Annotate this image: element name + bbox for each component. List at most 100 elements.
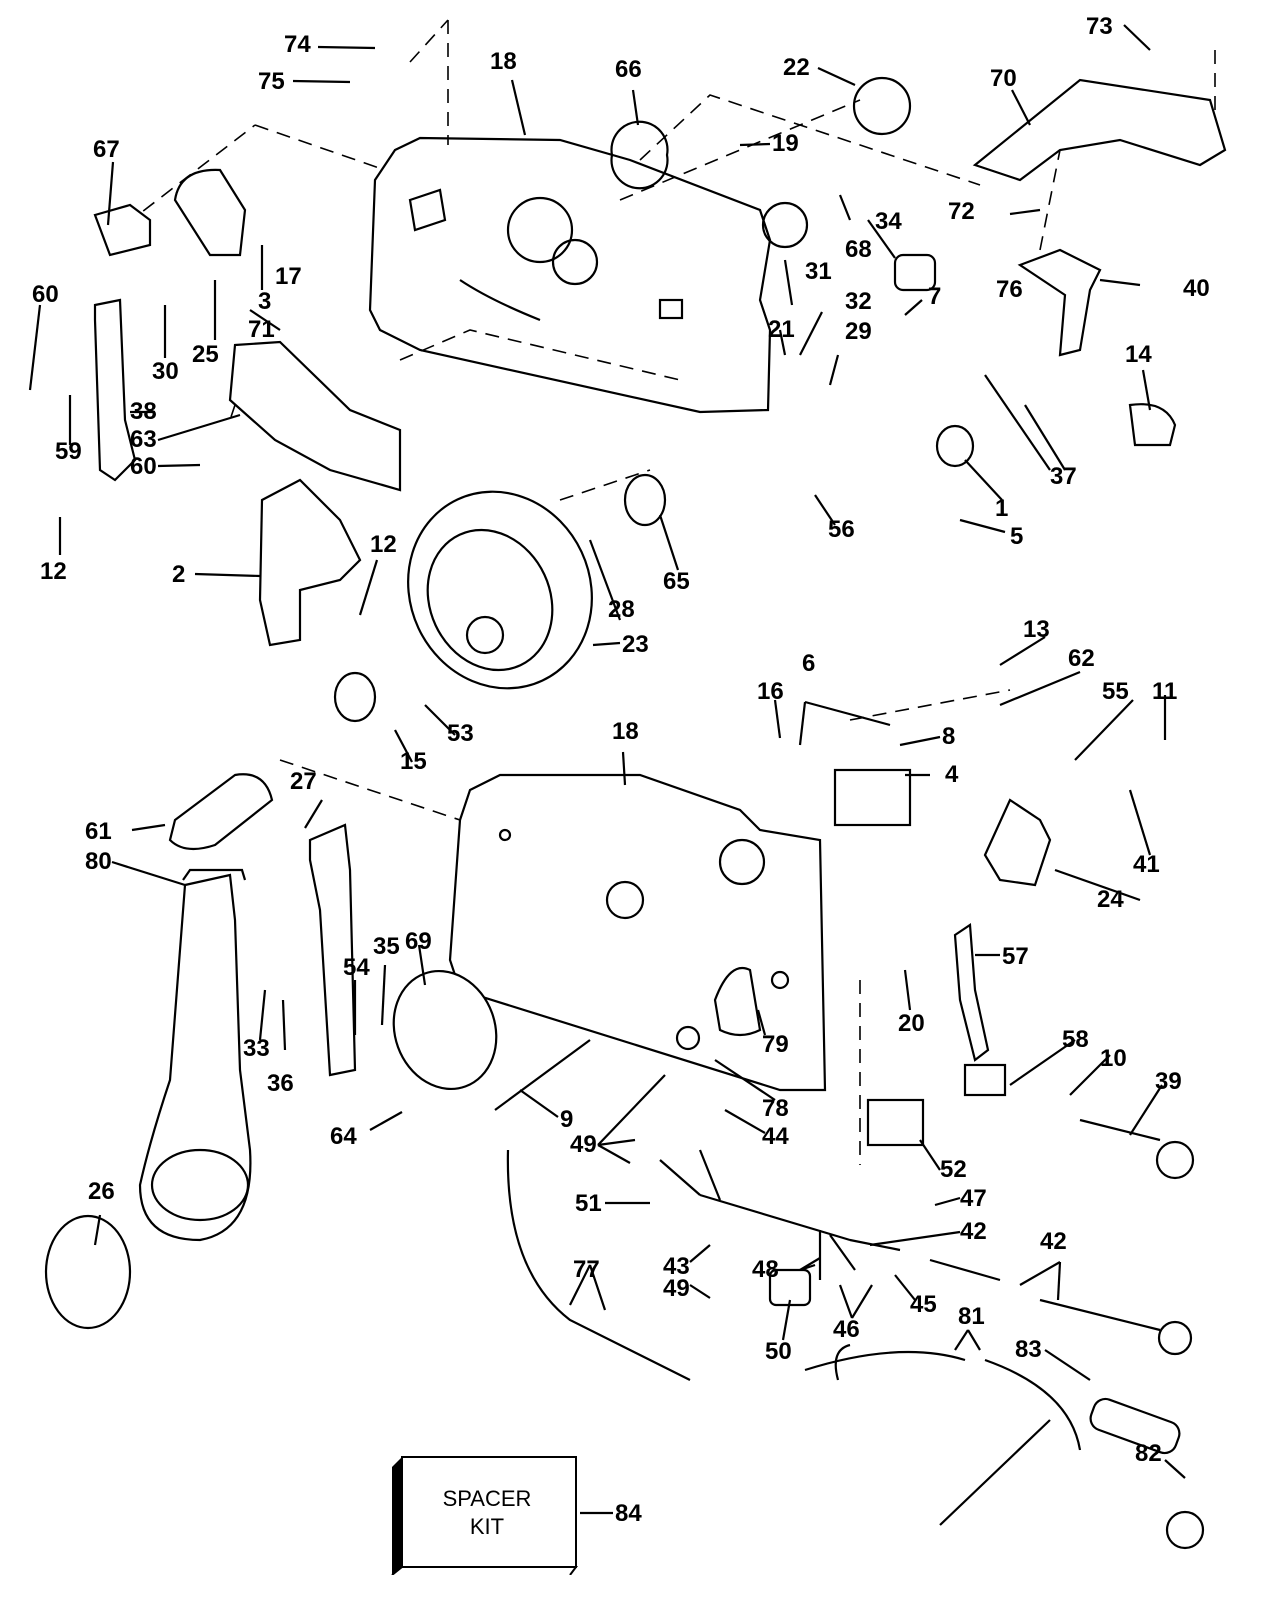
throttle-arm-70 <box>972 78 1227 182</box>
cylinder-1 <box>935 424 975 468</box>
callout-34: 34 <box>875 208 902 235</box>
callout-68: 68 <box>845 236 872 263</box>
callout-59: 59 <box>55 438 82 465</box>
spacer-kit-line1: SPACER <box>442 1486 532 1511</box>
callout-82: 82 <box>1135 1440 1162 1467</box>
callout-14: 14 <box>1125 341 1152 368</box>
callout-75: 75 <box>258 68 285 95</box>
solenoid-4 <box>833 768 912 827</box>
plug-42 <box>1157 1320 1193 1356</box>
plate-24 <box>983 798 1052 887</box>
callout-49-upper: 49 <box>570 1131 597 1158</box>
callout-74: 74 <box>284 31 311 58</box>
terminal-82 <box>1165 1510 1205 1550</box>
knob-14 <box>1128 403 1177 447</box>
callout-39: 39 <box>1155 1068 1182 1095</box>
callout-69: 69 <box>405 928 432 955</box>
callout-81: 81 <box>958 1303 985 1330</box>
callout-26: 26 <box>88 1178 115 1205</box>
callout-65: 65 <box>663 568 690 595</box>
callout-15: 15 <box>400 748 427 775</box>
callout-37: 37 <box>1050 463 1077 490</box>
callout-42-harness: 42 <box>960 1218 987 1245</box>
link-57 <box>953 923 990 1062</box>
harness-wires <box>659 1149 901 1280</box>
callout-51: 51 <box>575 1190 602 1217</box>
callout-61: 61 <box>85 818 112 845</box>
callout-40: 40 <box>1183 275 1210 302</box>
callout-52: 52 <box>940 1156 967 1183</box>
callout-62: 62 <box>1068 645 1095 672</box>
warning-plate-63 <box>228 340 402 492</box>
screw-9 <box>494 1039 591 1111</box>
callout-70: 70 <box>990 65 1017 92</box>
spacer-kit-box <box>391 1456 578 1575</box>
callout-55: 55 <box>1102 678 1129 705</box>
spacer-kit-line2: KIT <box>469 1514 505 1539</box>
spacer-kit-label: SPACER KIT <box>402 1485 572 1541</box>
bracket-2 <box>258 478 362 647</box>
callout-8: 8 <box>942 723 956 750</box>
callout-54: 54 <box>343 954 370 981</box>
switch-52 <box>866 1098 925 1147</box>
callout-18-upper: 18 <box>490 48 517 75</box>
cable-77 <box>506 1149 691 1381</box>
callout-36: 36 <box>267 1070 294 1097</box>
callout-57: 57 <box>1002 943 1029 970</box>
callout-73: 73 <box>1086 13 1113 40</box>
sleeve-83 <box>1089 1397 1181 1455</box>
callout-64: 64 <box>330 1123 357 1150</box>
callout-84: 84 <box>615 1500 642 1527</box>
callout-2: 2 <box>172 561 186 588</box>
callout-12-mid: 12 <box>370 531 397 558</box>
callout-12-left: 12 <box>40 558 67 585</box>
switch-37 <box>893 253 937 292</box>
callout-77: 77 <box>573 1256 600 1283</box>
retainer-65 <box>623 473 667 527</box>
callout-1: 1 <box>995 495 1009 522</box>
callout-42-connector: 42 <box>1040 1228 1067 1255</box>
callout-13: 13 <box>1023 616 1050 643</box>
ring-66 <box>610 120 669 190</box>
callout-47: 47 <box>960 1185 987 1212</box>
callout-30: 30 <box>152 358 179 385</box>
cap-39 <box>1155 1140 1195 1180</box>
callout-21: 21 <box>768 316 795 343</box>
cable-81-right <box>939 1358 1082 1526</box>
callout-24: 24 <box>1097 886 1124 913</box>
callout-32: 32 <box>845 288 872 315</box>
callout-19: 19 <box>772 130 799 157</box>
callout-48: 48 <box>752 1256 779 1283</box>
block-58 <box>963 1063 1007 1097</box>
rod-39 <box>1079 1118 1161 1142</box>
lever-38 <box>93 298 137 482</box>
callout-10: 10 <box>1100 1045 1127 1072</box>
callout-29: 29 <box>845 318 872 345</box>
bracket-40 <box>1017 248 1102 357</box>
knob-67 <box>93 203 152 257</box>
callout-72: 72 <box>948 198 975 225</box>
callout-9: 9 <box>560 1106 574 1133</box>
callout-27: 27 <box>290 768 317 795</box>
callout-20: 20 <box>898 1010 925 1037</box>
callout-25: 25 <box>192 341 219 368</box>
callout-16: 16 <box>757 678 784 705</box>
callout-76: 76 <box>996 276 1023 303</box>
seal-22 <box>852 76 912 136</box>
callout-5: 5 <box>1010 523 1024 550</box>
callout-53: 53 <box>447 720 474 747</box>
retainer-15 <box>333 671 377 723</box>
callout-60-mid: 60 <box>130 453 157 480</box>
callout-33: 33 <box>243 1035 270 1062</box>
callout-71: 71 <box>248 316 275 343</box>
callout-44: 44 <box>762 1123 789 1150</box>
plate-31 <box>761 201 809 249</box>
callout-35: 35 <box>373 933 400 960</box>
disc-69 <box>392 969 498 1091</box>
callout-23: 23 <box>622 631 649 658</box>
callout-3: 3 <box>258 288 272 315</box>
callout-80: 80 <box>85 848 112 875</box>
callout-58: 58 <box>1062 1026 1089 1053</box>
callout-41: 41 <box>1133 851 1160 878</box>
